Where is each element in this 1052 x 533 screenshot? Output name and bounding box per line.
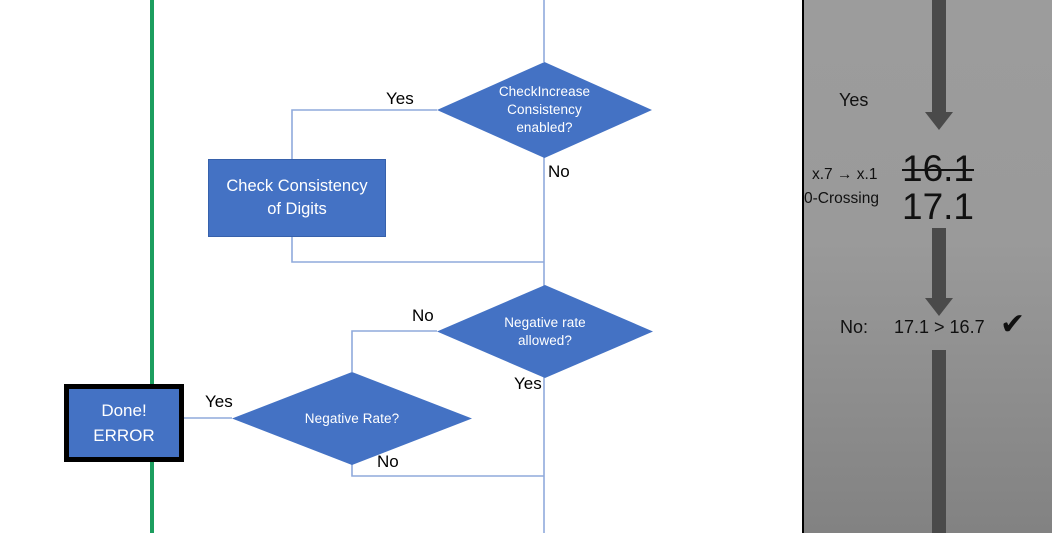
edge-label-negative-rate-no: No <box>377 452 399 471</box>
panel-arrow-middle-shaft <box>932 228 946 298</box>
process-check-consistency-of-digits-label: Check Consistency of Digits <box>226 177 368 218</box>
panel-arrow-bottom-shaft <box>932 350 946 533</box>
panel-crossing-label: 0-Crossing <box>804 190 879 207</box>
panel-comparison-expression: 17.1 > 16.7 <box>894 317 985 337</box>
edge-label-negative-rate-allowed-no: No <box>412 306 434 325</box>
edge-label-check-increase-yes: Yes <box>386 89 414 108</box>
edge-checkincrease-yes-out <box>291 234 544 263</box>
panel-yes-label: Yes <box>839 90 869 110</box>
edge-negrate-no <box>351 464 544 477</box>
panel-value-current: 17.1 <box>902 186 975 227</box>
edge-nra-no <box>351 330 437 372</box>
panel-check-icon: ✔ <box>1000 308 1026 341</box>
edge-label-negative-rate-allowed-yes: Yes <box>514 374 542 393</box>
panel-arrow-top-shaft <box>932 0 946 112</box>
panel-mapping-label: x.7 → x.1 <box>812 166 878 183</box>
panel-value-superseded: 16.1 <box>902 148 975 189</box>
edge-label-negative-rate-yes: Yes <box>205 392 233 411</box>
decision-check-increase-consistency-label: CheckIncrease Consistency enabled? <box>498 84 591 135</box>
panel-comparison-prefix: No: <box>840 317 869 337</box>
decision-negative-rate-label: Negative Rate? <box>304 410 400 426</box>
edge-checkincrease-yes-in <box>291 109 437 160</box>
process-check-consistency-of-digits[interactable]: Check Consistency of Digits <box>208 159 386 237</box>
panel-arrow-top-head <box>925 112 953 130</box>
edge-label-check-increase-no: No <box>548 162 570 181</box>
decision-negative-rate-allowed-label: Negative rate allowed? <box>504 314 586 348</box>
panel-arrow-middle-head <box>925 298 953 316</box>
terminator-done-error[interactable]: Done! ERROR <box>64 384 184 462</box>
green-divider-line <box>150 0 154 533</box>
annotation-panel: Yes x.7 → x.1 0-Crossing 16.1 17.1 No: 1… <box>802 0 1052 533</box>
terminator-done-error-label: Done! ERROR <box>93 401 155 445</box>
